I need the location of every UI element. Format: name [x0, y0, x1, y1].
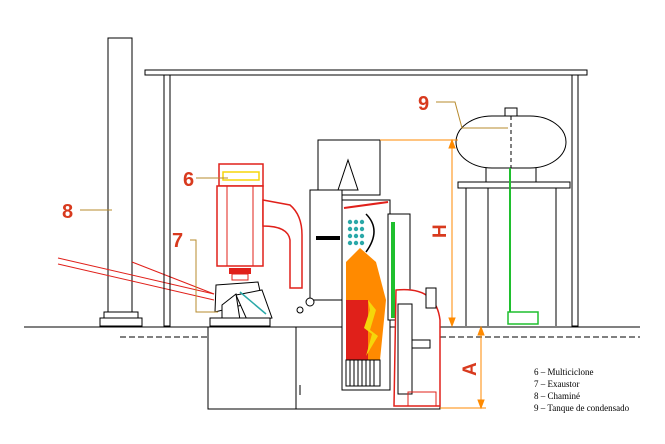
chimney: [57, 37, 215, 327]
label-dimension-h: H: [430, 224, 451, 238]
label-dimension-a: A: [460, 362, 481, 376]
label-chimney-number: 8: [62, 201, 73, 223]
tube-bank: [347, 219, 365, 246]
label-multicyclone-number: 6: [183, 169, 194, 191]
dimension-a: [440, 325, 486, 410]
condensate-tank: [455, 107, 571, 326]
exhauster: [209, 281, 273, 327]
legend-item-chimney: 8 – Chaminé: [534, 391, 580, 401]
legend-item-condensate-tank: 9 – Tanque de condensado: [534, 403, 630, 413]
multicyclone: [216, 163, 303, 289]
legend: 6 – Multiciclone 7 – Exaustor 8 – Chamin…: [534, 367, 630, 413]
label-exhauster-number: 7: [172, 230, 183, 252]
ground-and-foundation: [24, 326, 640, 410]
roof-structure: [144, 69, 588, 327]
leader-lines: [80, 101, 508, 313]
grate: [345, 359, 381, 387]
legend-item-multicyclone: 6 – Multiciclone: [534, 367, 594, 377]
boiler-body: [296, 139, 441, 407]
legend-item-exhauster: 7 – Exaustor: [534, 379, 580, 389]
label-tank-number: 9: [418, 93, 429, 115]
dimension-h: [380, 138, 458, 328]
